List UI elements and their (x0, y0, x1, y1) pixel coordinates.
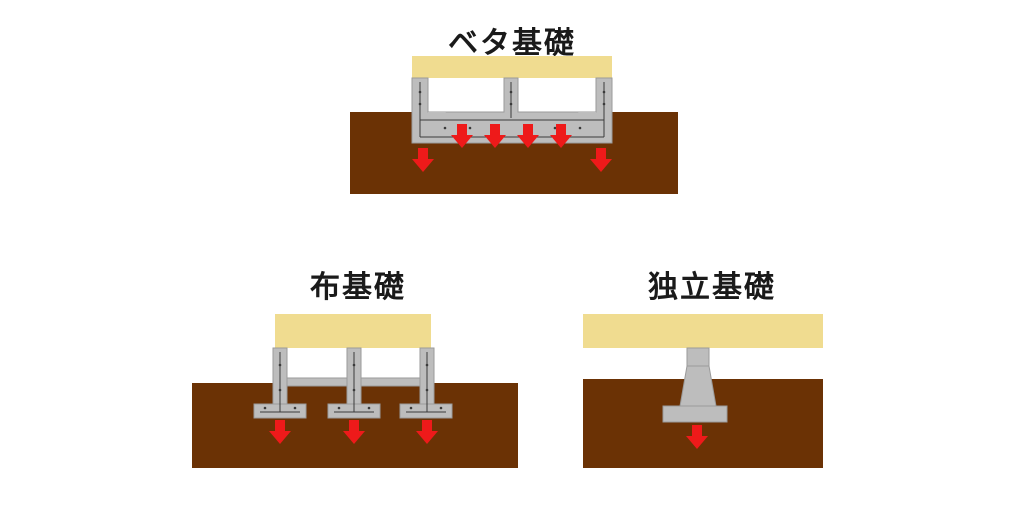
beta-building (412, 56, 612, 78)
beta-concrete (411, 77, 613, 144)
beta-foundation-title: ベタ基礎 (448, 26, 576, 61)
nuno-foundation-diagram (192, 314, 518, 468)
dokuritsu-pier (662, 347, 728, 423)
beta-foundation-diagram (350, 56, 678, 194)
nuno-foundation-title: 布基礎 (310, 270, 406, 305)
nuno-footings (253, 403, 453, 419)
dokuritsu-building (583, 314, 823, 348)
nuno-building (275, 314, 431, 348)
dokuritsu-foundation-title: 独立基礎 (648, 270, 776, 305)
dokuritsu-foundation-diagram (583, 314, 823, 468)
